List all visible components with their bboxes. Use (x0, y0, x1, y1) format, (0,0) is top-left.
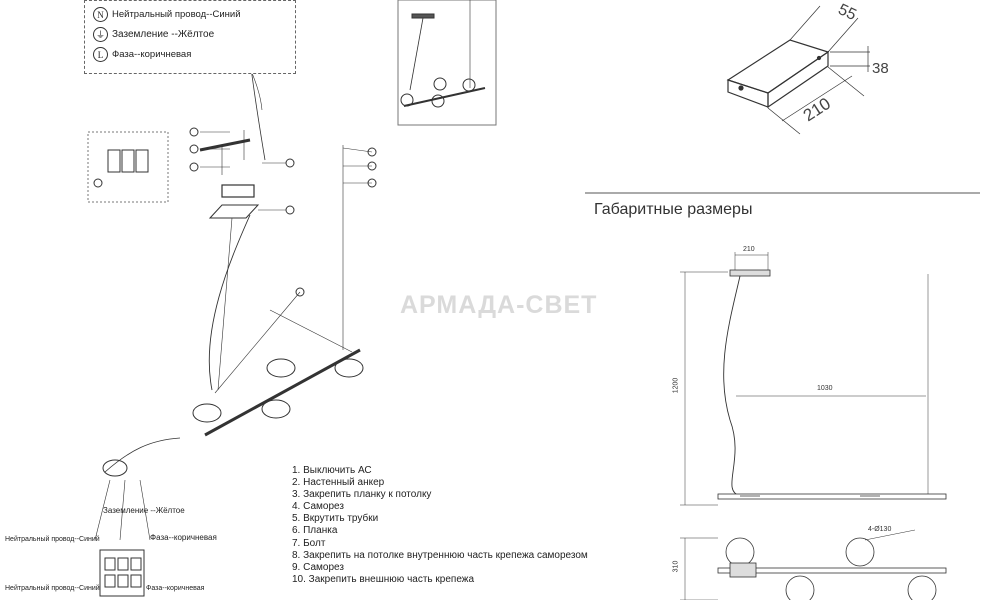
terminal-block-sketch (87, 131, 169, 203)
step-5: 5. Вкрутить трубки (292, 513, 379, 525)
bottom-neutral-label-2: Нейтральный провод--Синий (5, 585, 100, 592)
step-7: 7. Болт (292, 537, 326, 549)
legend-ground-text: Заземление --Жёлтое (112, 29, 215, 40)
bottom-wiring-drawing (94, 437, 181, 597)
step-10: 10. Закрепить внешнюю часть крепежа (292, 573, 475, 585)
legend-phase: L Фаза--коричневая (93, 47, 191, 62)
watermark-logo: АРМАДА-СВЕТ (400, 291, 598, 319)
wiring-legend: N Нейтральный провод--Синий ⏚ Заземление… (84, 0, 296, 74)
bottom-ground-label: Заземление --Жёлтое (103, 506, 185, 515)
step-1: 1. Выключить АС (292, 465, 372, 476)
bottom-phase-label: Фаза--коричневая (150, 533, 217, 542)
canopy-dim: 210 (743, 246, 755, 253)
ground-symbol-icon: ⏚ (93, 27, 108, 42)
step-6: 6. Планка (292, 525, 338, 537)
product-thumbnail (397, 0, 497, 126)
step-3: 3. Закрепить планку к потолку (292, 489, 432, 501)
legend-ground: ⏚ Заземление --Жёлтое (93, 27, 214, 42)
phase-symbol-icon: L (93, 47, 108, 62)
exploded-mount-drawing (189, 59, 377, 437)
length-dim: 1030 (817, 385, 833, 392)
bottom-phase-label-2: Фаза--коричневая (146, 585, 205, 592)
step-9: 9. Саморез (292, 561, 344, 573)
legend-phase-text: Фаза--коричневая (112, 49, 192, 60)
bottom-neutral-label-1: Нейтральный провод--Синий (5, 536, 100, 543)
step-4: 4. Саморез (292, 501, 344, 513)
rings-dim: 4-Ø130 (868, 526, 892, 533)
legend-neutral-text: Нейтральный провод--Синий (112, 9, 241, 20)
width-dim: 310 (672, 560, 680, 573)
height-dim: 1200 (672, 377, 680, 394)
canopy-box-drawing (726, 5, 870, 135)
neutral-symbol-icon: N (93, 7, 108, 22)
step-8: 8. Закрепить на потолке внутреннюю часть… (292, 549, 588, 561)
installation-steps: 1. Выключить АС 2. Настенный анкер 3. За… (292, 465, 588, 586)
box-height-dim: 38 (872, 60, 889, 77)
dimensions-title: Габаритные размеры (594, 201, 753, 218)
legend-neutral: N Нейтральный провод--Синий (93, 7, 241, 22)
dimension-drawing (680, 252, 947, 600)
step-2: 2. Настенный анкер (292, 477, 385, 489)
